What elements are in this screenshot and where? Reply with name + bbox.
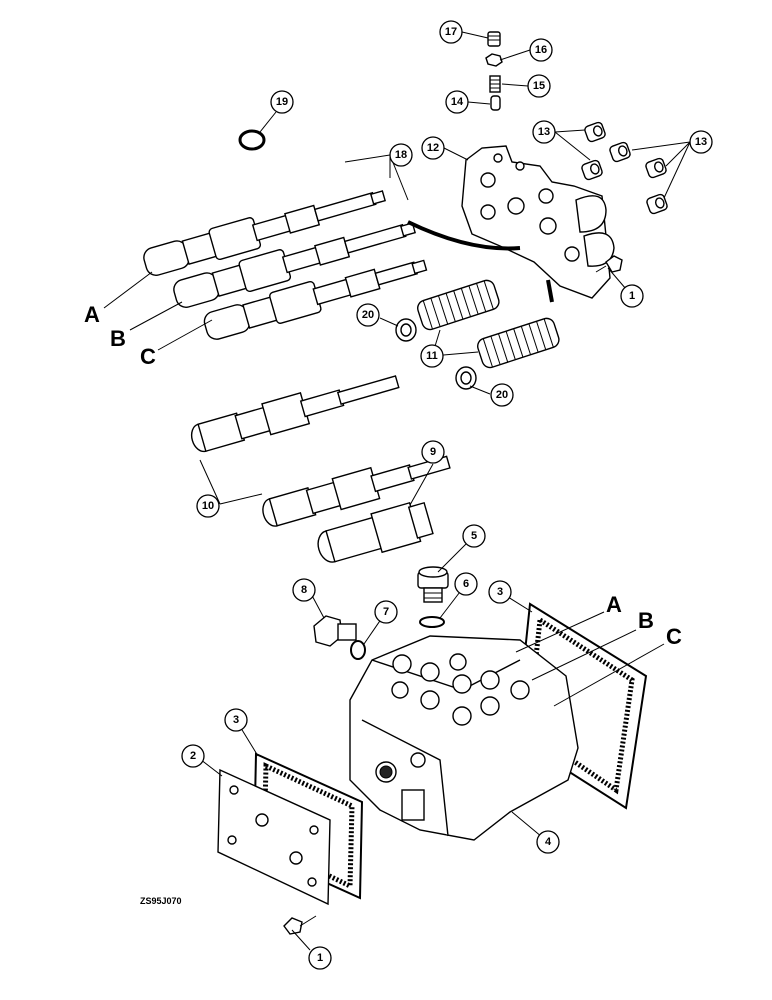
letter-a-left: A xyxy=(84,302,100,327)
callout-4: 4 xyxy=(536,830,560,854)
svg-text:13: 13 xyxy=(538,126,550,138)
letter-c-left: C xyxy=(140,344,156,369)
callout-9: 9 xyxy=(421,440,445,464)
callout-1-bottom: 1 xyxy=(308,946,332,970)
svg-text:3: 3 xyxy=(233,714,239,726)
callout-3-left: 3 xyxy=(224,708,248,732)
svg-text:15: 15 xyxy=(533,80,545,92)
callout-1-top: 1 xyxy=(620,284,644,308)
callout-13-right: 13 xyxy=(689,130,713,154)
nut-16 xyxy=(485,53,503,67)
letter-b-right: B xyxy=(638,608,654,633)
washer-20-left xyxy=(395,318,417,342)
callout-6: 6 xyxy=(454,572,478,596)
callout-13-left: 13 xyxy=(532,120,556,144)
spring-11-lower xyxy=(477,317,560,369)
svg-text:8: 8 xyxy=(301,584,307,596)
callout-7: 7 xyxy=(374,600,398,624)
callout-18: 18 xyxy=(389,143,413,167)
svg-text:1: 1 xyxy=(317,952,323,964)
svg-text:2: 2 xyxy=(190,750,196,762)
bolt-1-top xyxy=(595,255,623,273)
svg-text:7: 7 xyxy=(383,606,389,618)
letter-a-right: A xyxy=(606,592,622,617)
assembly-arrow-curve xyxy=(407,220,521,251)
spring-15 xyxy=(489,75,501,93)
svg-text:3: 3 xyxy=(497,586,503,598)
svg-text:9: 9 xyxy=(430,446,436,458)
plunger-14 xyxy=(490,95,501,111)
callout-15: 15 xyxy=(527,74,551,98)
callout-10: 10 xyxy=(196,494,220,518)
o-ring-7 xyxy=(350,640,366,660)
figure-code: ZS95J070 xyxy=(140,896,182,906)
svg-text:1: 1 xyxy=(629,290,635,302)
callout-2: 2 xyxy=(181,744,205,768)
svg-text:10: 10 xyxy=(202,500,214,512)
callout-11: 11 xyxy=(420,344,444,368)
spring-11-upper xyxy=(417,279,500,331)
o-ring-6 xyxy=(419,616,445,628)
svg-text:18: 18 xyxy=(395,149,407,161)
callout-12: 12 xyxy=(421,136,445,160)
washer-20-right xyxy=(455,366,477,390)
svg-text:16: 16 xyxy=(535,44,547,56)
spool-c xyxy=(203,259,428,340)
spool-10-lower xyxy=(262,455,451,527)
ring-13-group xyxy=(581,121,668,215)
svg-text:12: 12 xyxy=(427,142,439,154)
spool-9 xyxy=(317,501,434,563)
svg-text:19: 19 xyxy=(276,96,288,108)
valve-cover-12 xyxy=(461,145,615,299)
callout-3-right: 3 xyxy=(488,580,512,604)
callout-17: 17 xyxy=(439,20,463,44)
plug-8 xyxy=(313,615,357,647)
assembly-arrow-line xyxy=(546,279,554,303)
spool-10-upper xyxy=(190,375,400,453)
svg-text:13: 13 xyxy=(695,136,707,148)
callout-20-left: 20 xyxy=(356,303,380,327)
callout-20-right: 20 xyxy=(490,383,514,407)
spool-a xyxy=(143,190,387,276)
plug-5 xyxy=(417,566,449,603)
spool-b xyxy=(173,222,417,308)
callout-14: 14 xyxy=(445,90,469,114)
letter-b-left: B xyxy=(110,326,126,351)
callout-5: 5 xyxy=(462,524,486,548)
valve-housing-4 xyxy=(349,635,579,841)
svg-text:14: 14 xyxy=(451,96,464,108)
snap-ring-19 xyxy=(238,129,266,151)
callout-19: 19 xyxy=(270,90,294,114)
letter-c-right: C xyxy=(666,624,682,649)
svg-text:6: 6 xyxy=(463,578,469,590)
svg-text:11: 11 xyxy=(426,350,438,362)
svg-text:17: 17 xyxy=(445,26,457,38)
callout-8: 8 xyxy=(292,578,316,602)
cover-plate-2 xyxy=(217,768,331,906)
callout-16: 16 xyxy=(529,38,553,62)
bolt-1-bottom xyxy=(283,915,317,935)
svg-text:20: 20 xyxy=(362,309,374,321)
svg-text:4: 4 xyxy=(545,836,552,848)
svg-text:5: 5 xyxy=(471,530,477,542)
svg-text:20: 20 xyxy=(496,389,508,401)
plug-17 xyxy=(487,31,501,47)
